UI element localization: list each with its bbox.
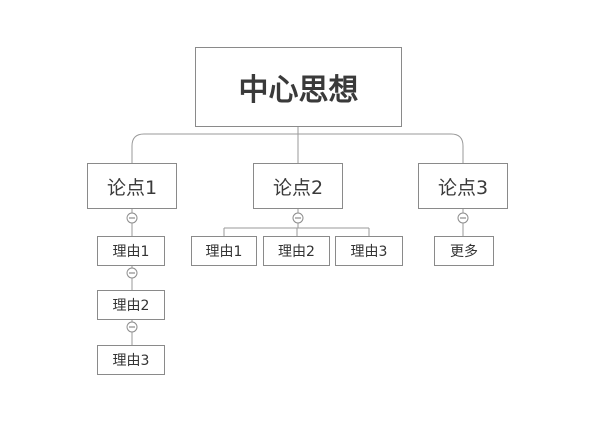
minus-circle-icon[interactable] xyxy=(126,321,138,333)
point-node-3[interactable]: 论点3 xyxy=(418,163,508,209)
point-node-1[interactable]: 论点1 xyxy=(87,163,177,209)
reason-label: 理由1 xyxy=(205,244,243,260)
reason-label: 理由3 xyxy=(112,353,150,369)
more-label: 更多 xyxy=(450,244,478,260)
minus-circle-icon[interactable] xyxy=(126,267,138,279)
point-node-2[interactable]: 论点2 xyxy=(253,163,343,209)
reason-node-p2-3[interactable]: 理由3 xyxy=(335,236,403,266)
minus-circle-icon[interactable] xyxy=(292,212,304,224)
reason-label: 理由2 xyxy=(278,244,315,260)
root-node[interactable]: 中心思想 xyxy=(195,47,402,127)
minus-circle-icon[interactable] xyxy=(457,212,469,224)
point-label: 论点1 xyxy=(106,176,158,199)
reason-node-p2-2[interactable]: 理由2 xyxy=(263,236,330,266)
minus-circle-icon[interactable] xyxy=(126,212,138,224)
root-label: 中心思想 xyxy=(238,73,359,108)
reason-node-p1-3[interactable]: 理由3 xyxy=(97,345,165,375)
reason-node-p1-1[interactable]: 理由1 xyxy=(97,236,165,266)
reason-label: 理由2 xyxy=(112,298,150,314)
reason-label: 理由1 xyxy=(112,244,150,260)
reason-node-p2-1[interactable]: 理由1 xyxy=(191,236,257,266)
more-node[interactable]: 更多 xyxy=(434,236,494,266)
point-label: 论点3 xyxy=(437,176,489,199)
reason-label: 理由3 xyxy=(350,244,388,260)
point-label: 论点2 xyxy=(272,176,324,199)
reason-node-p1-2[interactable]: 理由2 xyxy=(97,290,165,320)
